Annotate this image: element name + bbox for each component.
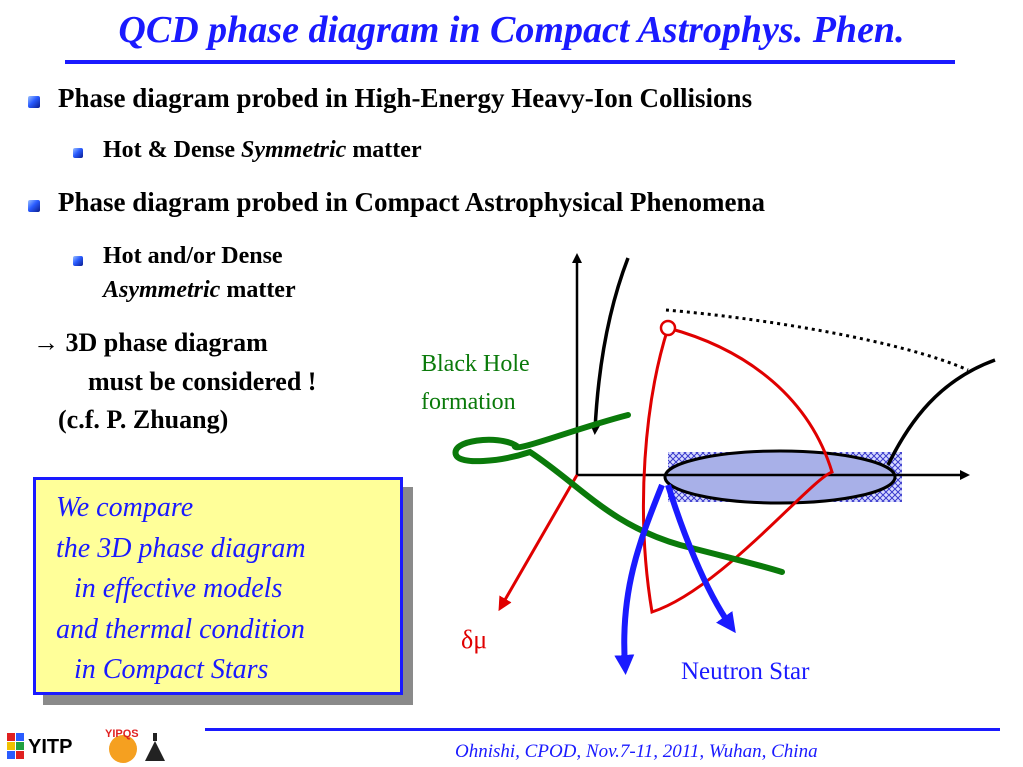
bullet-compact-astro: Phase diagram probed in Compact Astrophy… (58, 187, 766, 217)
box-line3: in effective models (74, 573, 283, 604)
sub-text: matter (220, 277, 296, 303)
box-line1: We compare (56, 492, 194, 523)
sub-emphasis: Asymmetric (103, 277, 221, 303)
black-hole-label-line2: formation (421, 389, 516, 415)
yitp-logo-icon: YITP YIPQS (7, 728, 165, 763)
red-phase-boundary (641, 326, 834, 614)
neutron-star-ellipse (663, 449, 897, 505)
note-line1: → 3D phase diagram (33, 328, 268, 357)
bullet-asymmetric-line1: Hot and/or Dense (103, 243, 283, 269)
bullet-square-icon (28, 200, 40, 212)
box-line5: in Compact Stars (74, 654, 269, 685)
delta-mu-axis (498, 474, 579, 612)
bullet-square-icon (73, 148, 83, 158)
summary-box: We compare the 3D phase diagram in effec… (33, 477, 403, 695)
slide-title: QCD phase diagram in Compact Astrophys. … (118, 9, 905, 51)
note-line2: must be considered ! (88, 367, 317, 396)
box-line2: the 3D phase diagram (56, 533, 306, 564)
note-line3: (c.f. P. Zhuang) (58, 405, 229, 434)
critical-point-icon (659, 319, 677, 337)
footer-rule (205, 728, 1000, 731)
ns-arrow-right (665, 484, 736, 634)
phase-diagram (452, 253, 996, 675)
title-underline (65, 60, 955, 64)
box-line4: and thermal condition (56, 614, 305, 645)
right-black-curve (886, 358, 996, 466)
ns-arrow-left (614, 483, 665, 675)
neutron-star-label: Neutron Star (681, 658, 810, 685)
sub-text: Hot & Dense (103, 137, 241, 163)
delta-mu-label: δμ (461, 625, 488, 654)
yitp-logo-text: YITP (28, 736, 72, 758)
dotted-boundary (665, 308, 969, 372)
bullet-heavy-ion: Phase diagram probed in High-Energy Heav… (58, 83, 753, 113)
bullet-square-icon (73, 256, 83, 266)
bullet-square-icon (28, 96, 40, 108)
black-hole-arrow (590, 257, 630, 435)
bullet-asymmetric-line2: Asymmetric matter (103, 277, 296, 304)
yipqs-logo-text: YIPQS (105, 728, 139, 740)
footer-citation: Ohnishi, CPOD, Nov.7-11, 2011, Wuhan, Ch… (455, 741, 818, 762)
bullet-symmetric-matter: Hot & Dense Symmetric matter (103, 137, 422, 164)
sub-emphasis: Symmetric (240, 137, 347, 163)
sub-text: matter (346, 137, 422, 163)
black-hole-label-line1: Black Hole (421, 351, 530, 377)
